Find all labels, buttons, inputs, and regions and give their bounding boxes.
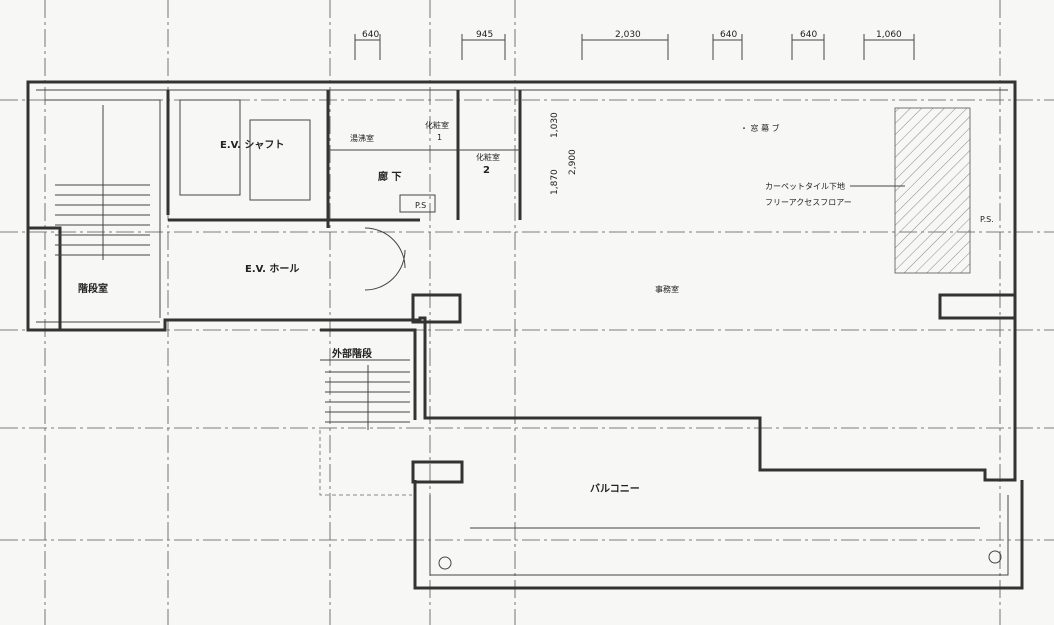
dim-1060: 1,060: [876, 30, 902, 40]
label-toilet-1: 化粧室: [425, 120, 449, 130]
label-stair-room: 階段室: [78, 282, 108, 295]
label-office: 事務室: [655, 284, 679, 294]
dim-640-c: 640: [800, 30, 817, 40]
label-kitchenette: 湯沸室: [350, 133, 374, 143]
dim-2030: 2,030: [615, 30, 641, 40]
dim-640-a: 640: [362, 30, 379, 40]
main-stair-treads: [55, 105, 150, 260]
dim-2900: 2,900: [568, 149, 578, 175]
dim-945: 945: [476, 30, 493, 40]
label-toilet-2: 化粧室: [476, 152, 500, 162]
outer-walls: [26, 80, 1017, 482]
top-dimension-lines: [354, 34, 915, 60]
label-balcony: バルコニー: [590, 483, 640, 495]
label-ev-hall: E.V. ホール: [245, 263, 299, 275]
label-floor-note-2: フリーアクセスフロアー: [765, 198, 852, 207]
label-ev-shaft: E.V. シャフト: [220, 139, 284, 151]
balcony-outline: [411, 460, 1024, 590]
label-ps: P.S: [415, 201, 426, 210]
dim-1870: 1,870: [550, 169, 560, 195]
label-ps-2: P.S.: [980, 215, 994, 224]
label-corridor: 廊 下: [378, 170, 401, 183]
label-toilet-1-num: 1: [437, 133, 442, 142]
label-toilet-2-num: 2: [483, 165, 490, 176]
label-floor-note-1: カーペットタイル下地: [765, 181, 845, 191]
label-window-note: ・ 窓 幕 ブ: [740, 123, 780, 133]
exterior-stair: [319, 328, 417, 496]
label-exterior-stair: 外部階段: [331, 347, 372, 360]
dim-640-b: 640: [720, 30, 737, 40]
dim-1030: 1,030: [550, 112, 560, 138]
